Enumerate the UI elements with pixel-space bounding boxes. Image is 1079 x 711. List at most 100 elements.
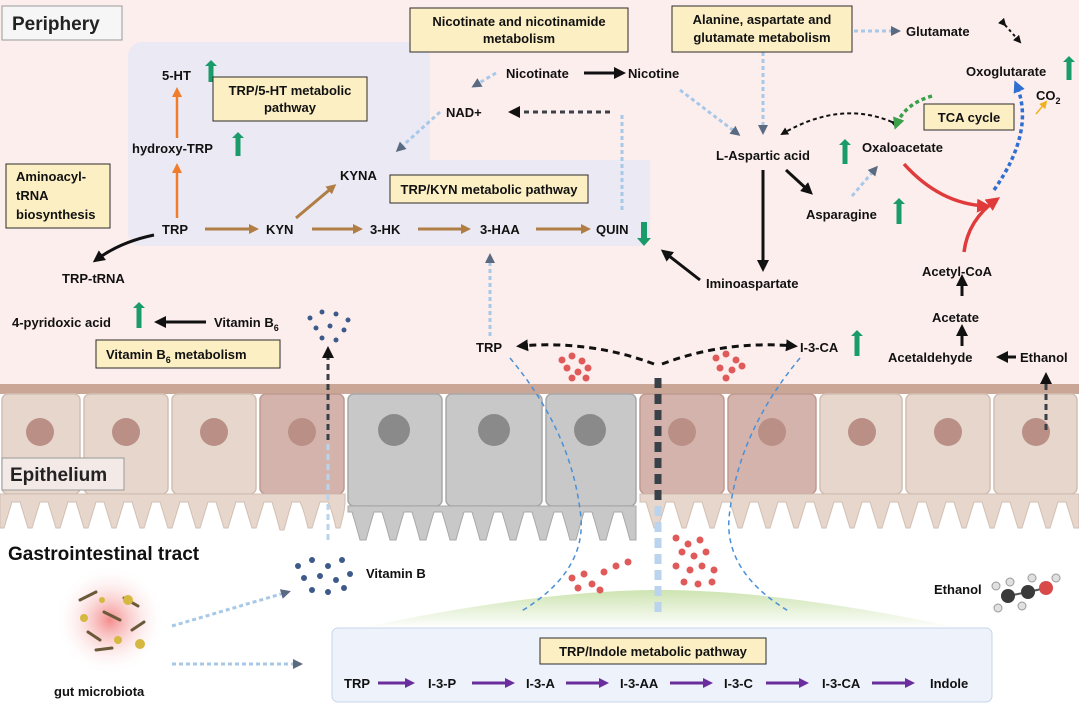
up-arrow-5ht bbox=[205, 60, 217, 82]
up-arrow-i3ca bbox=[851, 330, 863, 356]
box-vitb6-label: Vitamin B6 metabolism bbox=[106, 347, 247, 365]
up-arrow-pyridoxic bbox=[133, 302, 145, 328]
label-glutamate: Glutamate bbox=[906, 24, 970, 39]
label-nad: NAD+ bbox=[446, 105, 482, 120]
label-5ht: 5-HT bbox=[162, 68, 191, 83]
label-asparagine: Asparagine bbox=[806, 207, 877, 222]
epithelium-label-box bbox=[1, 457, 125, 491]
indole-i3p: I-3-P bbox=[428, 676, 457, 691]
left-curve bbox=[509, 357, 582, 613]
up-arrow-hydroxy bbox=[232, 132, 244, 156]
box-aminoacyl-line3: biosynthesis bbox=[16, 207, 95, 222]
box-aminoacyl-line2: tRNA bbox=[16, 188, 49, 203]
label-iminoaspartate: Iminoaspartate bbox=[706, 276, 798, 291]
box-trp-kyn-label: TRP/KYN metabolic pathway bbox=[401, 182, 579, 197]
label-kyna: KYNA bbox=[340, 168, 377, 183]
arrow-co2 bbox=[1035, 100, 1048, 115]
box-trp-5ht-line2: pathway bbox=[264, 100, 317, 115]
box-tca bbox=[923, 103, 1015, 131]
periphery-label: Periphery bbox=[12, 14, 100, 35]
box-nicotinate bbox=[409, 7, 629, 53]
label-nicotinate: Nicotinate bbox=[506, 66, 569, 81]
arrow-trp-to-trna bbox=[92, 233, 155, 263]
label-aspartic: L-Aspartic acid bbox=[716, 148, 810, 163]
label-hydroxy-trp: hydroxy-TRP bbox=[132, 141, 213, 156]
indole-indole: Indole bbox=[930, 676, 968, 691]
box-trp-5ht-line1: TRP/5-HT metabolic bbox=[229, 83, 352, 98]
label-trp-mid: TRP bbox=[476, 340, 502, 355]
label-3haa: 3-HAA bbox=[480, 222, 520, 237]
label-acetaldehyde: Acetaldehyde bbox=[888, 350, 973, 365]
box-aminoacyl-line1: Aminoacyl- bbox=[16, 169, 86, 184]
box-indole-label: TRP/Indole metabolic pathway bbox=[559, 644, 748, 659]
arrow-nicotine-to-aspartic bbox=[679, 88, 741, 136]
arrow-aspartic-to-asparagine bbox=[784, 168, 813, 195]
indole-i3c: I-3-C bbox=[724, 676, 754, 691]
tca-green-arrow bbox=[893, 94, 933, 130]
arrow-nad-to-panel bbox=[395, 110, 442, 153]
box-trp-kyn bbox=[389, 174, 589, 204]
label-pyridoxic: 4-pyridoxic acid bbox=[12, 315, 111, 330]
box-trp-5ht bbox=[212, 76, 368, 122]
label-ethanol-top: Ethanol bbox=[1020, 350, 1068, 365]
up-arrows bbox=[133, 56, 1075, 356]
gut-microbiota-label: gut microbiota bbox=[54, 684, 145, 699]
box-alanine-line2: glutamate metabolism bbox=[693, 30, 830, 45]
label-3hk: 3-HK bbox=[370, 222, 401, 237]
label-kyn: KYN bbox=[266, 222, 293, 237]
box-indole bbox=[539, 637, 767, 665]
box-vitb6 bbox=[95, 339, 281, 369]
box-nicotinate-line2: metabolism bbox=[483, 31, 555, 46]
epithelium-top-line bbox=[0, 384, 1079, 394]
vitamin-b-dots bbox=[295, 309, 353, 595]
arrow-center-to-i3ca bbox=[661, 339, 798, 366]
label-acetate: Acetate bbox=[932, 310, 979, 325]
label-oxoglutarate: Oxoglutarate bbox=[966, 64, 1046, 79]
label-vitamin-b: Vitamin B bbox=[366, 566, 426, 581]
gut-microbiota-image bbox=[55, 565, 165, 675]
label-vitb6: Vitamin B6 bbox=[214, 315, 279, 333]
indole-i3aa: I-3-AA bbox=[620, 676, 659, 691]
box-tca-label: TCA cycle bbox=[938, 110, 1000, 125]
up-arrow-aspartic bbox=[839, 139, 851, 164]
arrow-glutamate-oxoglutarate bbox=[998, 17, 1022, 44]
label-ethanol-bottom: Ethanol bbox=[934, 582, 982, 597]
periphery-label-box bbox=[1, 5, 123, 41]
ethanol-molecule-image bbox=[991, 573, 1061, 613]
box-nicotinate-line1: Nicotinate and nicotinamide bbox=[432, 14, 605, 29]
box-aminoacyl bbox=[5, 163, 111, 229]
arrow-microbiota-to-vitb bbox=[171, 589, 291, 628]
indole-i3ca: I-3-CA bbox=[822, 676, 861, 691]
label-acetyl-coa: Acetyl-CoA bbox=[922, 264, 993, 279]
label-co2: CO2 bbox=[1036, 88, 1061, 106]
tca-red-arrow-2 bbox=[962, 197, 1001, 253]
arrow-iminoaspartate-to-quin bbox=[660, 249, 701, 282]
arrow-kyn-to-kyna bbox=[295, 184, 337, 220]
label-nicotine: Nicotine bbox=[628, 66, 679, 81]
red-dots bbox=[558, 350, 746, 594]
box-alanine-line1: Alanine, aspartate and bbox=[693, 12, 832, 27]
label-i3ca-mid: I-3-CA bbox=[800, 340, 839, 355]
gi-tract-label: Gastrointestinal tract bbox=[8, 544, 200, 565]
label-trp: TRP bbox=[162, 222, 188, 237]
arrow-asparagine-to-oxaloacetate bbox=[850, 165, 878, 197]
down-arrow-quin bbox=[637, 222, 651, 246]
label-quin: QUIN bbox=[596, 222, 629, 237]
right-curve bbox=[728, 357, 801, 613]
indole-trp: TRP bbox=[344, 676, 370, 691]
box-alanine bbox=[671, 5, 853, 53]
label-trp-trna: TRP-tRNA bbox=[62, 271, 125, 286]
tca-red-arrow-1 bbox=[902, 162, 991, 213]
tca-blue-arrow bbox=[992, 80, 1025, 192]
label-oxaloacetate: Oxaloacetate bbox=[862, 140, 943, 155]
arrow-nicotinate-to-nad bbox=[471, 71, 497, 88]
up-arrow-asparagine bbox=[893, 198, 905, 224]
arrow-aspartic-oxaloacetate bbox=[780, 112, 900, 136]
indole-i3a: I-3-A bbox=[526, 676, 556, 691]
up-arrow-oxoglutarate bbox=[1063, 56, 1075, 80]
epithelium-label: Epithelium bbox=[10, 465, 107, 486]
arrow-center-to-trp bbox=[516, 339, 655, 366]
epithelium-cells bbox=[0, 393, 1079, 541]
